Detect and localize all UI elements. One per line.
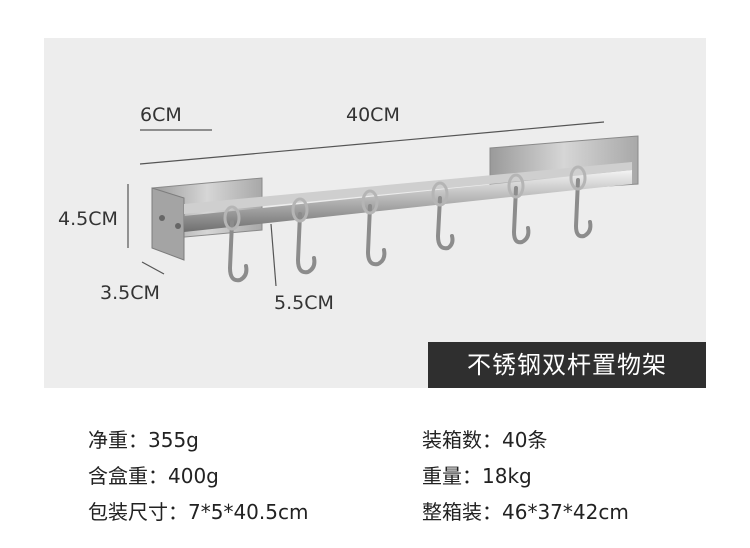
left-bracket-side — [151, 187, 185, 261]
dim-line-40cm — [139, 121, 605, 165]
dim-length-label: 40CM — [346, 104, 400, 126]
dim-width-label: 6CM — [140, 104, 182, 126]
product-name-banner: 不锈钢双杆置物架 — [428, 342, 706, 388]
spec-carton-qty: 装箱数：40条 — [422, 428, 548, 452]
dim-hook-label: 5.5CM — [274, 292, 334, 314]
product-photo: 6CM 40CM 4.5CM 3.5CM 5.5CM — [44, 38, 706, 388]
spec-gross-weight: 含盒重：400g — [88, 464, 219, 488]
spec-carton-size: 整箱装：46*37*42cm — [422, 500, 629, 524]
rack-illustration — [127, 121, 639, 287]
dim-height-label: 4.5CM — [58, 208, 118, 230]
spec-package-size: 包装尺寸：7*5*40.5cm — [88, 500, 309, 524]
dim-depth-label: 3.5CM — [100, 282, 160, 304]
spec-weight: 重量：18kg — [422, 464, 532, 488]
hook-rings — [223, 165, 587, 231]
dim-line-depth — [141, 261, 165, 275]
hooks — [227, 178, 593, 283]
dim-line-hook — [270, 223, 277, 287]
spec-net-weight: 净重：355g — [88, 428, 199, 452]
